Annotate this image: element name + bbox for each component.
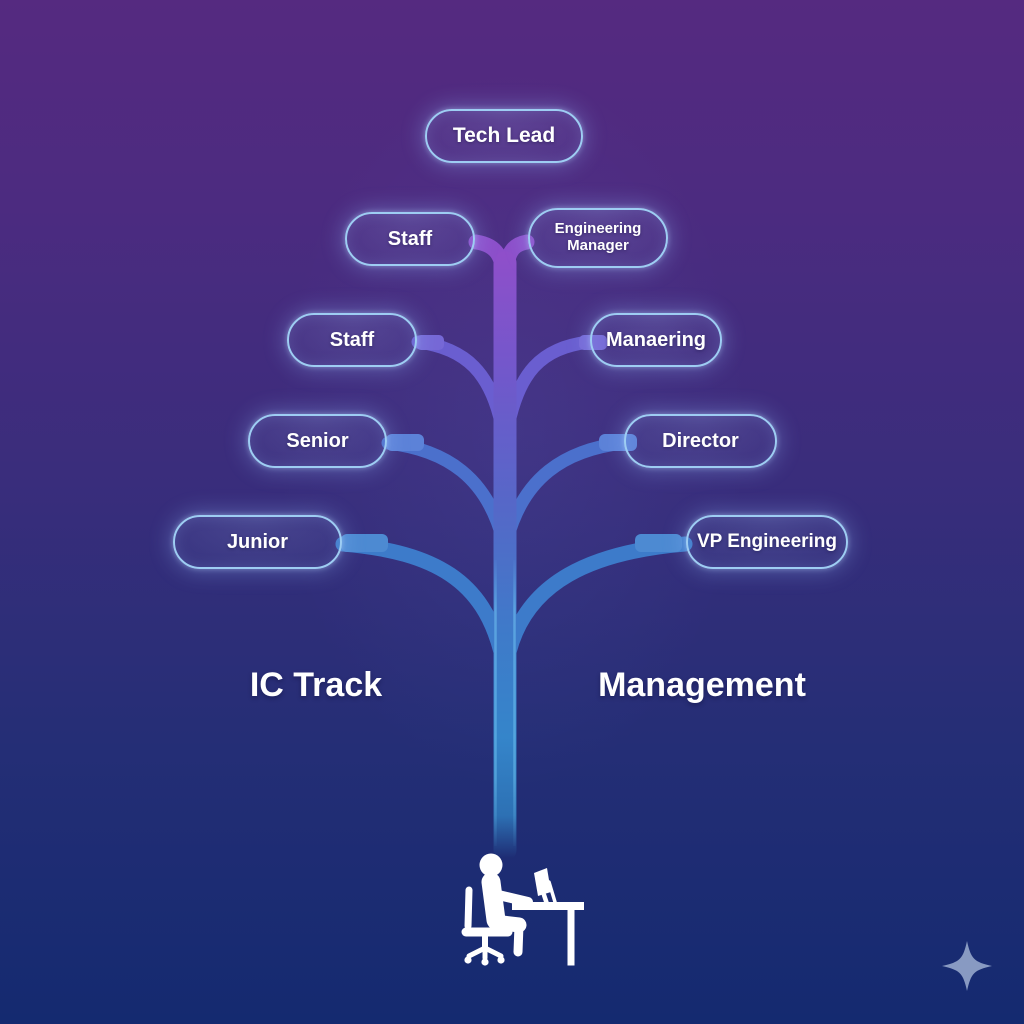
branch-stub-staff-lower [416,335,444,350]
branch-vp-engineering [501,536,693,660]
branch-stub-junior [341,534,388,552]
node-manaering: Manaering [590,313,722,367]
node-label-staff-upper: Staff [387,227,433,250]
node-tech-lead: Tech Lead [425,109,583,163]
branch-stub-vp-engineering [635,534,682,552]
node-vp-engineering: VP Engineering [686,515,848,569]
sparkle-svg [942,941,992,991]
branch-staff-lower [411,335,510,439]
node-label-manaering: Manaering [605,328,707,351]
person-at-desk-svg [461,853,584,966]
branch-senior [381,436,510,547]
node-senior: Senior [248,414,387,468]
sparkle-shape [942,941,992,991]
node-director: Director [624,414,777,468]
node-label-director: Director [662,429,739,452]
node-label-junior: Junior [226,530,289,553]
branch-director [500,436,630,547]
branch-manaering [500,335,596,439]
node-label-tech-lead: Tech Lead [452,124,556,148]
branch-stub-senior [386,434,424,451]
node-label-senior: Senior [286,429,349,452]
person-at-desk-icon [440,840,590,980]
sparkle-icon [935,934,999,998]
node-engineering-manager: Engineering Manager [528,208,668,268]
node-label-vp-engineering: VP Engineering [696,531,838,553]
management-track-label: Management [598,666,806,704]
node-junior: Junior [173,515,342,569]
branch-junior [335,536,509,660]
ic-track-label: IC Track [249,666,383,704]
node-label-staff-lower: Staff [329,328,375,351]
node-staff-lower: Staff [287,313,417,367]
node-staff-upper: Staff [345,212,475,266]
node-label-engineering-manager: Engineering Manager [554,220,642,254]
